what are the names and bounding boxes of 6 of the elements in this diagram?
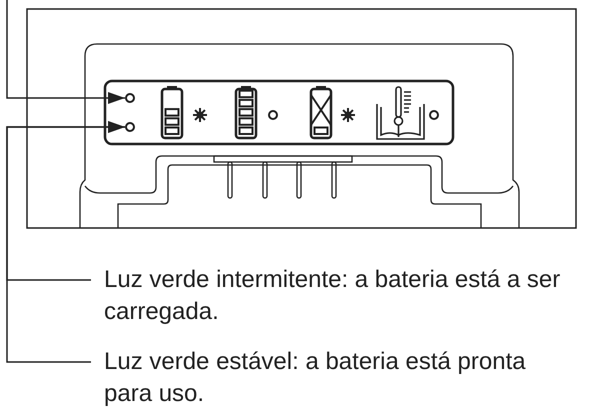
callout-text: Luz verde estável: a bateria está pronta para uso. (104, 347, 527, 409)
leader-line (6, 121, 125, 363)
indicator-light (125, 122, 135, 132)
callout-text: Luz verde intermitente: a bateria está a ser carregada. (104, 265, 562, 327)
leader-line (6, 0, 125, 104)
indicator-light (125, 93, 135, 103)
